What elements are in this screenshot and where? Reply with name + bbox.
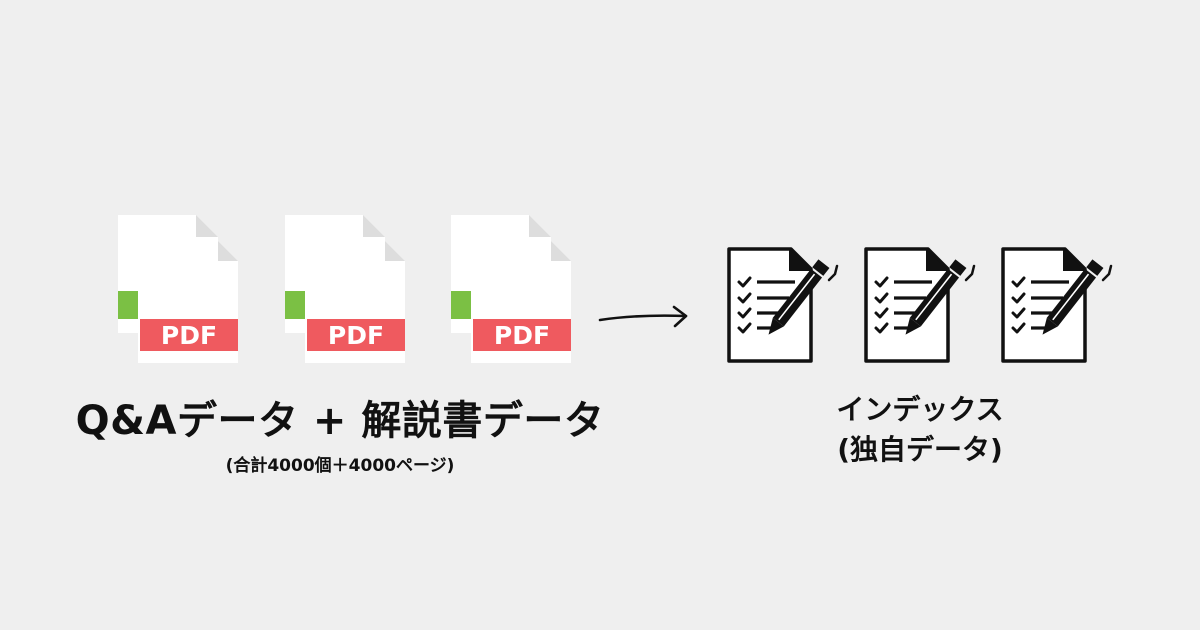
pdf-file-group-2: PDF: [283, 213, 407, 365]
checklist-document-pencil-icon: [727, 247, 839, 363]
pdf-file-group-3: PDF: [449, 213, 573, 365]
pdf-badge-label: PDF: [161, 321, 217, 350]
pdf-badge-label: PDF: [494, 321, 550, 350]
pdf-file-icon: PDF: [118, 215, 238, 363]
index-caption: インデックス (独自データ): [750, 390, 1090, 470]
index-document-icon-2: [862, 246, 984, 364]
source-data-title: Q&Aデータ + 解説書データ: [75, 398, 605, 444]
pdf-file-group-1: PDF: [116, 213, 240, 365]
checklist-document-pencil-icon: [864, 247, 976, 363]
pdf-badge-label: PDF: [328, 321, 384, 350]
pdf-file-icon: PDF: [285, 215, 405, 363]
index-caption-line2: (独自データ): [837, 433, 1003, 466]
index-document-icon-3: [999, 246, 1121, 364]
index-document-icon-1: [725, 246, 847, 364]
pdf-file-icon: PDF: [451, 215, 571, 363]
right-arrow-icon: [596, 300, 696, 334]
index-caption-line1: インデックス: [836, 393, 1004, 426]
checklist-document-pencil-icon: [1001, 247, 1113, 363]
source-data-subtitle: (合計4000個＋4000ページ): [225, 456, 455, 476]
